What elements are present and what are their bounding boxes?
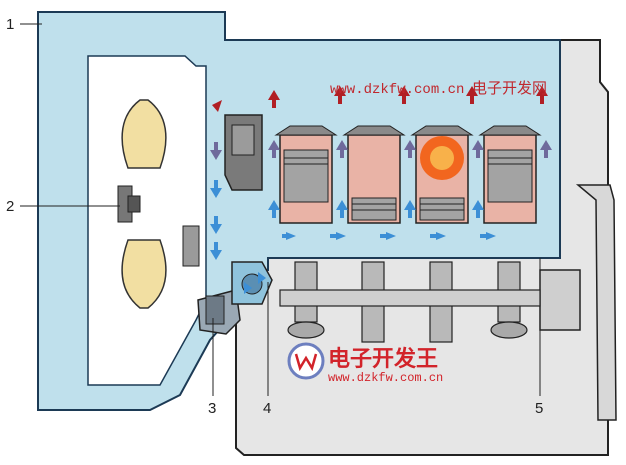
pump-pulley (182, 225, 200, 267)
fan-blade-bottom (121, 239, 167, 309)
hot-flow-arrows (212, 86, 548, 112)
watermark-logo: 电子开发王 www.dzkfw.com.cn (287, 342, 443, 385)
logo-circle-icon (287, 342, 325, 380)
cylinder-3 (410, 125, 474, 224)
callout-1: 1 (6, 16, 14, 33)
logo-w-icon (294, 353, 318, 372)
cylinder-1 (274, 125, 338, 224)
callout-5: 5 (535, 400, 543, 417)
watermark-name-top: 电子开发网 (472, 79, 547, 97)
watermark-logo-url: www.dzkfw.com.cn (328, 371, 443, 385)
piston-4 (487, 149, 533, 203)
watermark-url-top: www.dzkfw.com.cn (330, 82, 464, 98)
thermostat (197, 289, 241, 335)
crankshaft (279, 261, 541, 343)
cool-flow-arrows (210, 180, 496, 294)
fan-blade-top (121, 99, 167, 169)
crankshaft-flange (539, 269, 581, 331)
piston-3 (419, 197, 465, 221)
piston-2 (351, 197, 397, 221)
callout-4: 4 (263, 400, 271, 417)
callout-2: 2 (6, 198, 14, 215)
callout-3: 3 (208, 400, 216, 417)
warm-flow-arrows (210, 140, 552, 160)
watermark-logo-name: 电子开发王 (328, 346, 438, 372)
cylinder-4 (478, 125, 542, 224)
cylinder-2 (342, 125, 406, 224)
leader-lines (20, 23, 541, 396)
fan-hub-cap (127, 195, 141, 213)
piston-1 (283, 149, 329, 203)
head-port (231, 124, 255, 156)
flywheel (575, 184, 617, 421)
